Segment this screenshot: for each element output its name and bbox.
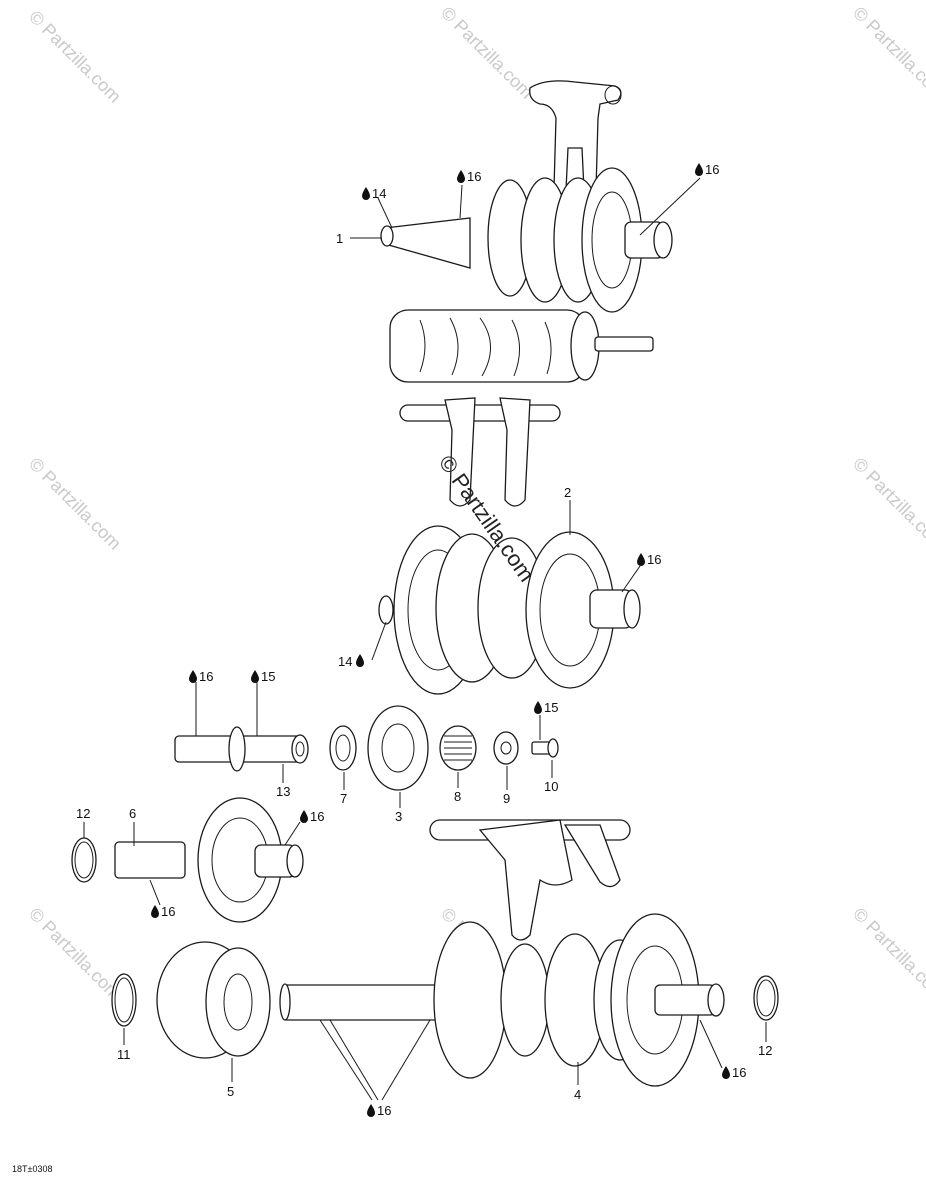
lube-mark-16-gear6-left: 16 xyxy=(151,904,175,919)
callout-6: 6 xyxy=(129,806,136,821)
svg-text:16: 16 xyxy=(705,162,719,177)
svg-text:15: 15 xyxy=(544,700,558,715)
svg-text:16: 16 xyxy=(732,1065,746,1080)
shift-fork-pair xyxy=(399,397,561,507)
lube-mark-15-right: 15 xyxy=(251,669,275,684)
drop-icon xyxy=(367,1104,375,1117)
main-shaft-assembly xyxy=(380,167,673,313)
watermark-low-left: © Partzilla.com xyxy=(25,904,125,1004)
drop-icon xyxy=(300,810,308,823)
callout-7: 7 xyxy=(340,791,347,806)
watermark-mid-right: © Partzilla.com xyxy=(849,454,926,554)
drop-icon xyxy=(637,553,645,566)
callout-8: 8 xyxy=(454,789,461,804)
callout-9: 9 xyxy=(503,791,510,806)
drop-icon xyxy=(251,670,259,683)
callout-5: 5 xyxy=(227,1084,234,1099)
callout-1: 1 xyxy=(336,231,343,246)
drop-icon xyxy=(534,701,542,714)
svg-text:16: 16 xyxy=(647,552,661,567)
washer-7 xyxy=(329,725,357,771)
washer-9 xyxy=(493,731,519,765)
drop-icon xyxy=(722,1066,730,1079)
shaft-13 xyxy=(174,726,309,772)
svg-text:14: 14 xyxy=(372,186,386,201)
drop-icon xyxy=(189,670,197,683)
drop-icon xyxy=(457,170,465,183)
watermark-mid-left: © Partzilla.com xyxy=(25,454,125,554)
callout-12-left: 12 xyxy=(76,806,90,821)
circlip-12-left xyxy=(71,837,97,883)
svg-text:16: 16 xyxy=(377,1103,391,1118)
watermark-top-center: © Partzilla.com xyxy=(437,3,537,103)
lube-mark-14-top: 14 xyxy=(362,186,386,201)
gear-shaft-6 xyxy=(114,797,304,923)
shaft-gear-stack xyxy=(487,167,673,313)
watermark-low-right: © Partzilla.com xyxy=(849,904,926,1004)
callout-2: 2 xyxy=(564,485,571,500)
circlip-12-right xyxy=(753,975,779,1021)
lube-mark-16-counter-right: 16 xyxy=(637,552,661,567)
lube-mark-16-counter-left: 14 xyxy=(338,654,364,669)
drop-icon xyxy=(362,187,370,200)
lube-mark-16-top-right: 16 xyxy=(695,162,719,177)
shift-drum xyxy=(389,309,654,383)
lube-mark-14-screw: 15 xyxy=(534,700,558,715)
drawing-code: 18T±0308 xyxy=(12,1164,52,1174)
circlip-11 xyxy=(111,973,137,1027)
screw-10 xyxy=(531,738,559,758)
callout-12-right: 12 xyxy=(758,1043,772,1058)
lube-mark-16-shaft: 16 xyxy=(457,169,481,184)
drop-icon xyxy=(151,905,159,918)
watermark-top-left: © Partzilla.com xyxy=(25,7,125,107)
counter-shaft-assembly xyxy=(378,525,641,695)
callout-13: 13 xyxy=(276,784,290,799)
gear-5 xyxy=(156,941,271,1059)
svg-text:14: 14 xyxy=(338,654,352,669)
svg-text:16: 16 xyxy=(467,169,481,184)
drop-icon xyxy=(695,163,703,176)
lube-mark-16-gear6-right: 16 xyxy=(300,809,324,824)
callout-4: 4 xyxy=(574,1087,581,1102)
svg-text:16: 16 xyxy=(310,809,324,824)
drop-icon xyxy=(356,654,364,667)
shift-fork-lower xyxy=(429,819,631,941)
long-shaft-assembly-4 xyxy=(279,913,725,1087)
lube-mark-16-shaft4-bottom: 16 xyxy=(367,1103,391,1118)
gear-3 xyxy=(367,705,429,791)
callout-10: 10 xyxy=(544,779,558,794)
callout-11: 11 xyxy=(117,1047,131,1062)
watermark-top-right: © Partzilla.com xyxy=(849,3,926,103)
callout-3: 3 xyxy=(395,809,402,824)
needle-bearing-8 xyxy=(439,725,477,771)
svg-text:15: 15 xyxy=(261,669,275,684)
svg-text:16: 16 xyxy=(161,904,175,919)
svg-text:16: 16 xyxy=(199,669,213,684)
leader-lines xyxy=(83,177,767,1101)
lube-mark-16-shaft4-right: 16 xyxy=(722,1065,746,1080)
lube-mark-15-left: 16 xyxy=(189,669,213,684)
